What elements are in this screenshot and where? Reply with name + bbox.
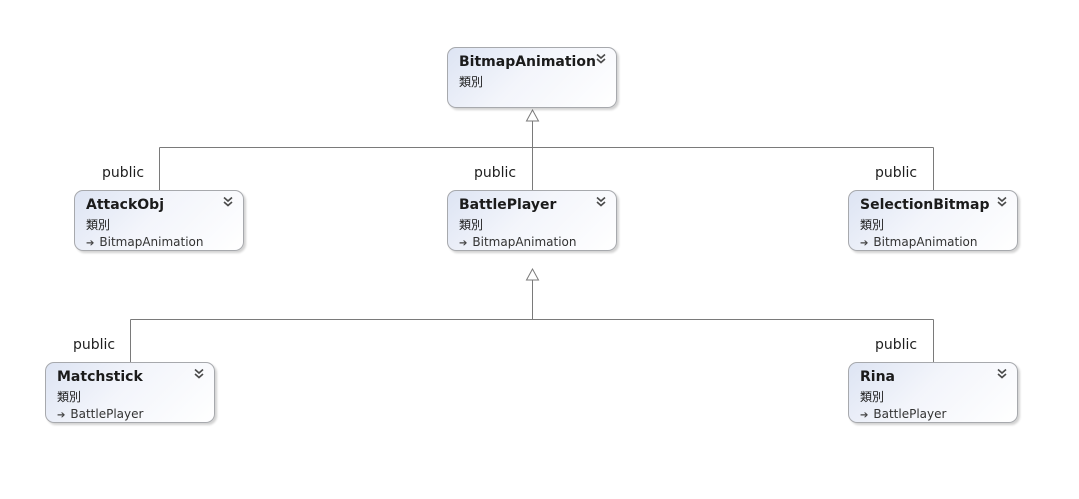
class-box-rina[interactable]: Rina 類別 ➔ BattlePlayer — [848, 362, 1018, 423]
edge-label-attackobj: public — [102, 165, 145, 181]
double-chevron-down-icon[interactable] — [996, 368, 1008, 380]
inheritance-arrow-icon: ➔ — [459, 238, 468, 249]
inheritance-arrow-icon: ➔ — [860, 410, 869, 421]
base-class-name: BitmapAnimation — [99, 235, 204, 249]
class-box-attackobj[interactable]: AttackObj 類別 ➔ BitmapAnimation — [74, 190, 244, 251]
class-name: Matchstick — [57, 369, 143, 385]
class-kind-label: 類別 — [459, 218, 484, 232]
base-class: ➔ BattlePlayer — [57, 407, 143, 421]
edge-label-selectionbitmap: public — [875, 165, 918, 181]
base-class: ➔ BitmapAnimation — [86, 235, 204, 249]
edge-label-rina: public — [875, 337, 918, 353]
base-class: ➔ BattlePlayer — [860, 407, 946, 421]
class-kind-label: 類別 — [86, 218, 111, 232]
double-chevron-down-icon[interactable] — [595, 196, 607, 208]
class-name: BattlePlayer — [459, 197, 557, 213]
class-box-selectionbitmap[interactable]: SelectionBitmap 類別 ➔ BitmapAnimation — [848, 190, 1018, 251]
inheritance-arrow-icon: ➔ — [57, 410, 66, 421]
class-kind-label: 類別 — [459, 75, 484, 89]
inheritance-arrow-icon: ➔ — [86, 238, 95, 249]
class-name: BitmapAnimation — [459, 54, 596, 70]
class-name: AttackObj — [86, 197, 164, 213]
double-chevron-down-icon[interactable] — [193, 368, 205, 380]
base-class-name: BattlePlayer — [873, 407, 947, 421]
class-kind-label: 類別 — [860, 390, 885, 404]
generalization-arrowhead-battleplayer — [525, 267, 540, 281]
class-name: SelectionBitmap — [860, 197, 990, 213]
class-kind-label: 類別 — [57, 390, 82, 404]
edge-label-matchstick: public — [73, 337, 116, 353]
base-class-name: BattlePlayer — [70, 407, 144, 421]
class-box-matchstick[interactable]: Matchstick 類別 ➔ BattlePlayer — [45, 362, 215, 423]
base-class: ➔ BitmapAnimation — [860, 235, 978, 249]
base-class: ➔ BitmapAnimation — [459, 235, 577, 249]
base-class-name: BitmapAnimation — [873, 235, 978, 249]
class-box-bitmapanimation[interactable]: BitmapAnimation 類別 — [447, 47, 617, 108]
class-kind-label: 類別 — [860, 218, 885, 232]
double-chevron-down-icon[interactable] — [222, 196, 234, 208]
double-chevron-down-icon[interactable] — [595, 53, 607, 65]
base-class-name: BitmapAnimation — [472, 235, 577, 249]
class-name: Rina — [860, 369, 895, 385]
inheritance-arrow-icon: ➔ — [860, 238, 869, 249]
edge-label-battleplayer: public — [474, 165, 517, 181]
class-box-battleplayer[interactable]: BattlePlayer 類別 ➔ BitmapAnimation — [447, 190, 617, 251]
double-chevron-down-icon[interactable] — [996, 196, 1008, 208]
generalization-arrowhead-bitmapanimation — [525, 108, 540, 122]
